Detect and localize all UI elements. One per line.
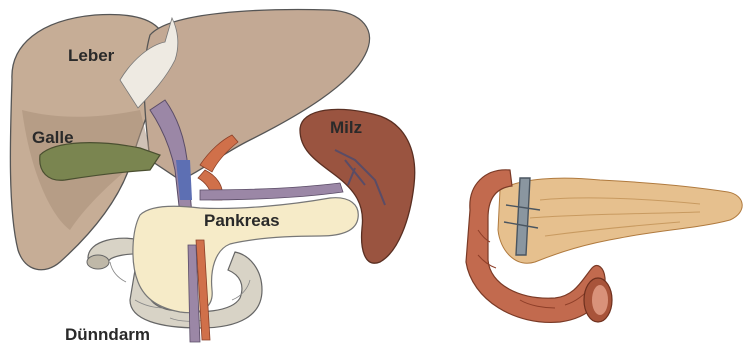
label-pancreas: Pankreas [204, 211, 280, 230]
gallbladder [40, 143, 160, 181]
pancreas-illustration [466, 170, 742, 323]
label-spleen: Milz [330, 118, 362, 137]
splenic-vein [200, 183, 343, 200]
duodenum-opening [87, 255, 109, 269]
label-small-intestine: Dünndarm [65, 325, 150, 344]
illustration-jejunum-lumen [592, 285, 608, 315]
label-liver: Leber [68, 46, 115, 65]
label-gallbladder: Galle [32, 128, 74, 147]
schematic-abdominal-organs: Leber Galle Milz Pankreas Dünndarm [10, 10, 414, 344]
illustration-pancreas [498, 178, 742, 263]
